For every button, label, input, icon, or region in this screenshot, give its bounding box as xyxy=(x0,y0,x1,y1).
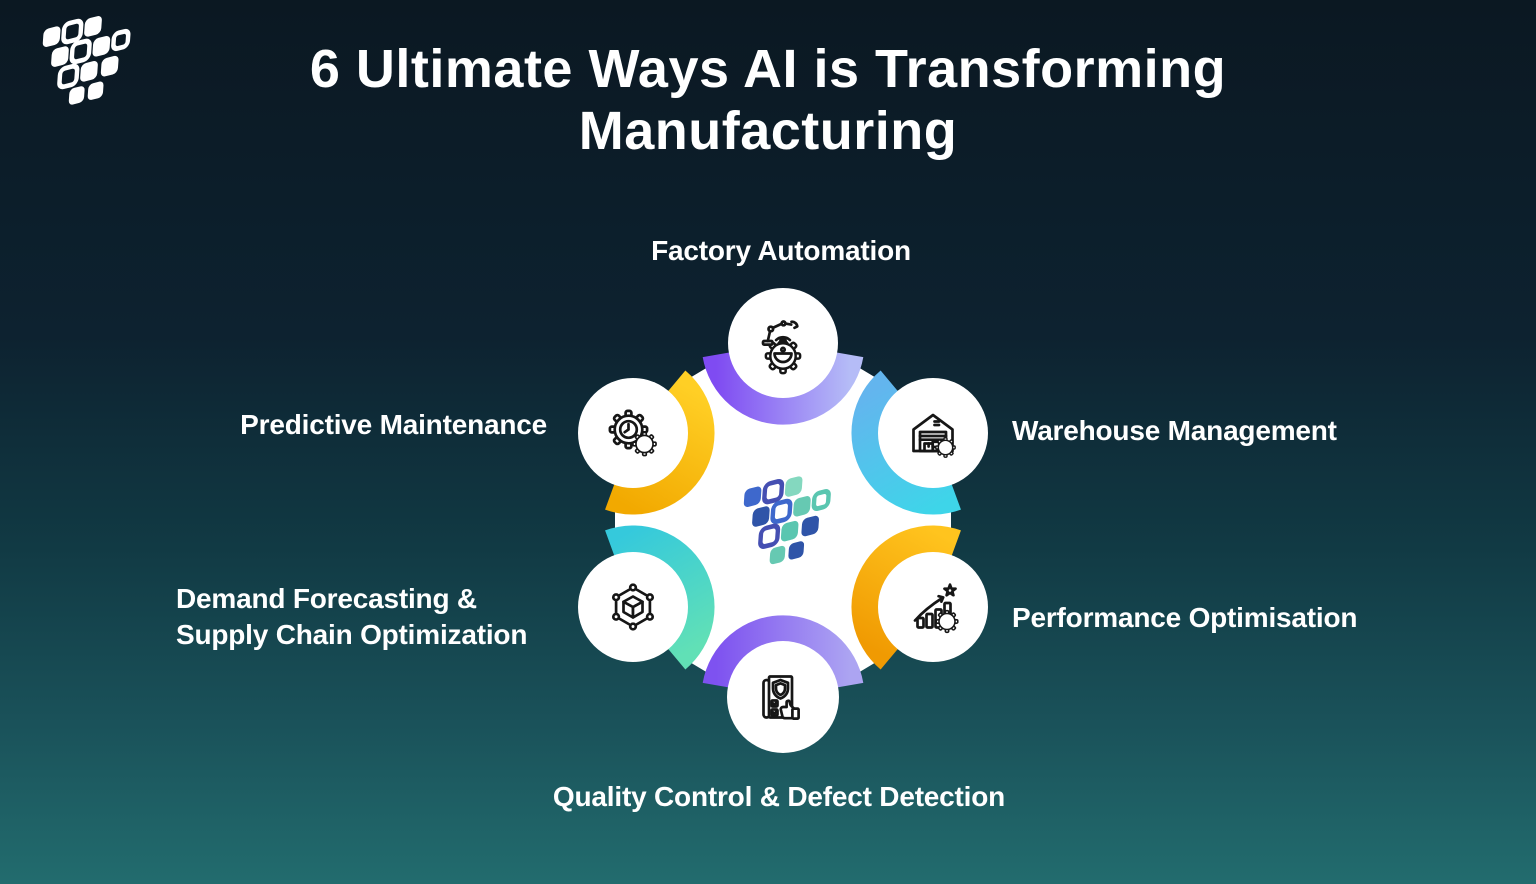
label-demand-forecasting: Demand Forecasting & Supply Chain Optimi… xyxy=(176,583,528,650)
gear-clock-icon xyxy=(608,409,657,457)
warehouse-boxes-gear-icon xyxy=(914,415,956,458)
label-predictive-maintenance: Predictive Maintenance xyxy=(240,409,547,440)
arc-warehouse-management xyxy=(851,370,961,515)
robotic-arm-gear-wifi-icon xyxy=(763,322,802,375)
arc-factory-automation xyxy=(702,352,864,425)
supply-network-cube-icon xyxy=(613,585,652,630)
label-factory-automation: Factory Automation xyxy=(651,235,911,266)
arc-demand-forecasting xyxy=(605,525,715,670)
label-warehouse-management: Warehouse Management xyxy=(1012,415,1337,446)
arc-performance-optimisation xyxy=(851,525,961,670)
label-performance-optimisation: Performance Optimisation xyxy=(1012,602,1358,633)
label-quality-control: Quality Control & Defect Detection xyxy=(552,781,1006,812)
arc-quality-control xyxy=(702,615,864,688)
inspection-sheet-shield-thumbs-up-icon xyxy=(764,677,799,719)
brand-logo xyxy=(42,16,131,105)
growth-bars-star-gear-icon xyxy=(915,585,959,634)
page-title: 6 Ultimate Ways AI is Transforming Manuf… xyxy=(309,39,1227,161)
node-circle-performance-optimisation xyxy=(878,552,988,662)
squares-network-logo-icon xyxy=(42,16,131,105)
center-logo xyxy=(743,476,831,565)
arc-predictive-maintenance xyxy=(605,370,715,515)
